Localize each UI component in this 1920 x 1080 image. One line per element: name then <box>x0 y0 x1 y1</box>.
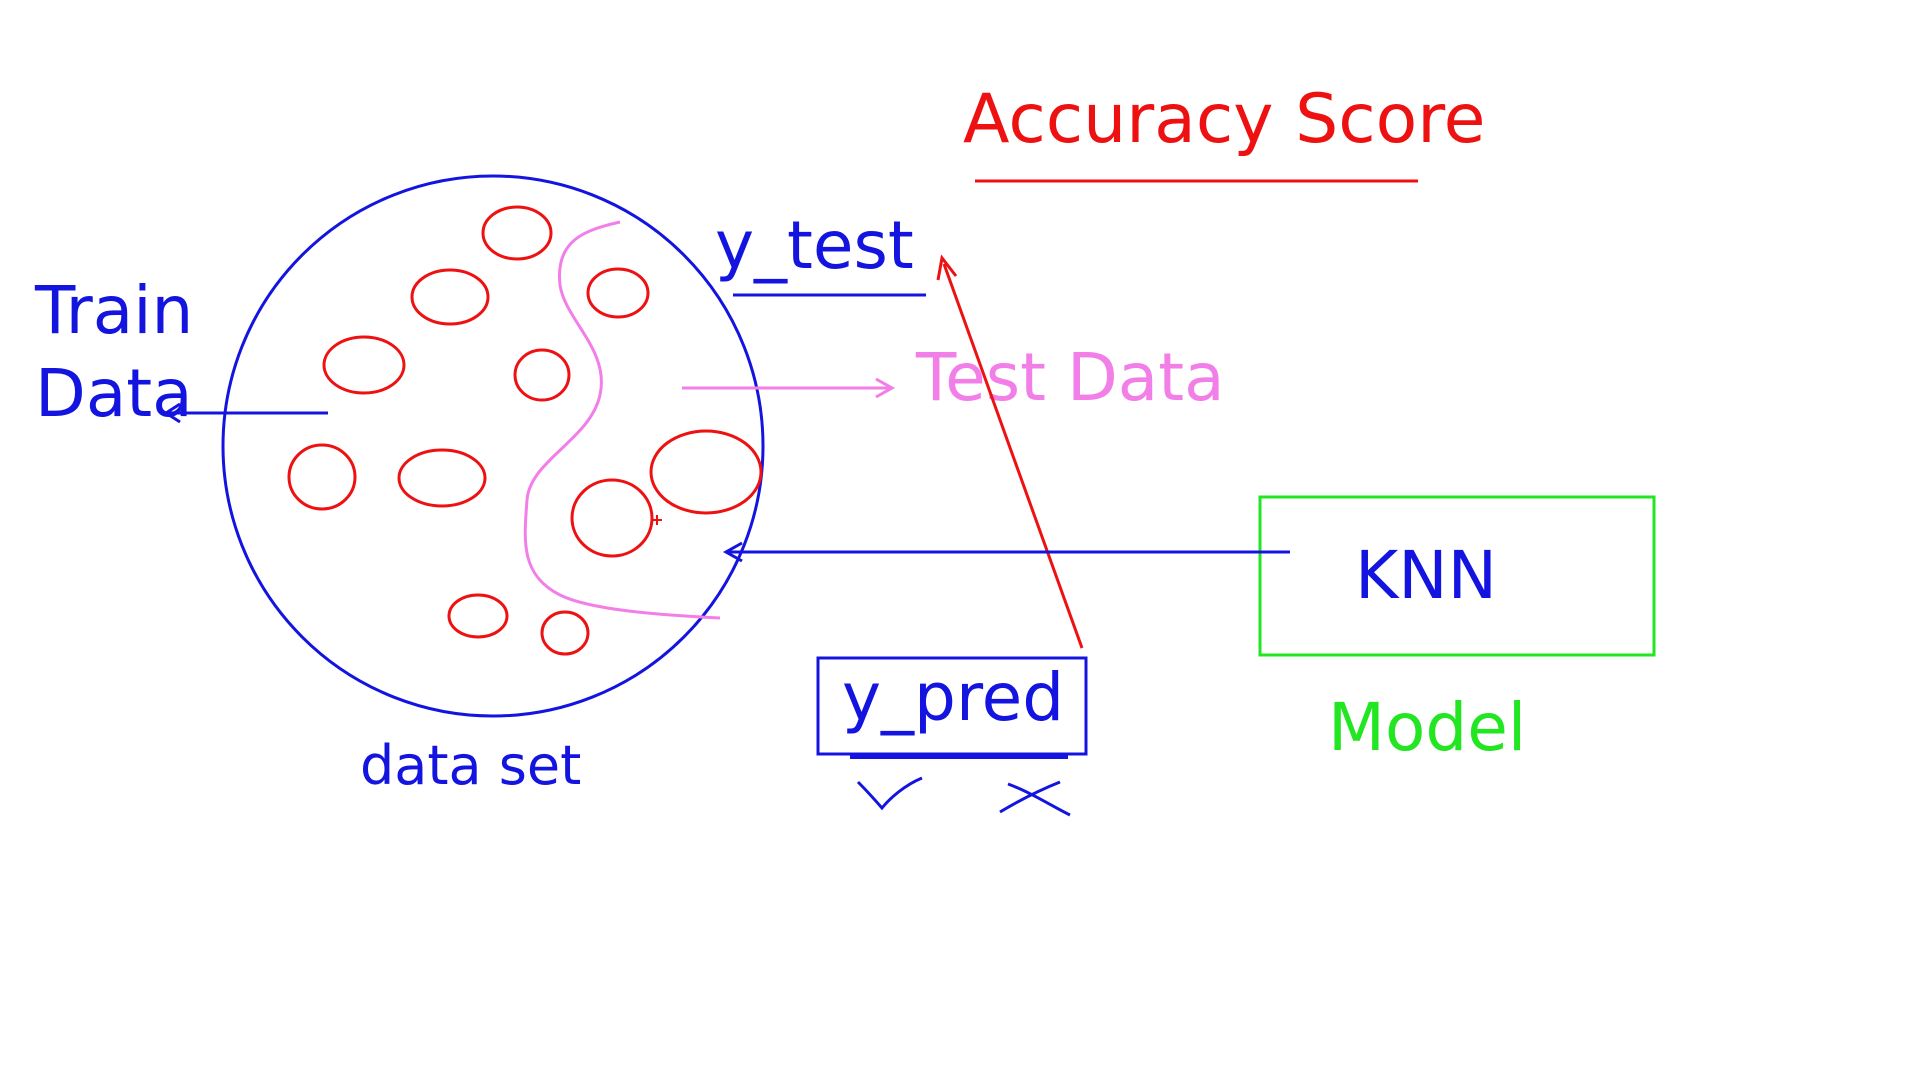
train-data-label-line2: Data <box>35 355 193 432</box>
data-point <box>570 478 654 558</box>
y-pred-box <box>816 656 1088 756</box>
data-point <box>513 348 571 402</box>
train-data-label-line1: Train <box>34 272 193 349</box>
accuracy-score-label: Accuracy Score <box>963 80 1486 159</box>
train-arrow-head <box>163 402 181 424</box>
data-point <box>586 267 650 319</box>
data-set-label: data set <box>360 734 581 797</box>
data-point <box>322 335 406 395</box>
data-point <box>540 610 590 656</box>
knn-label: KNN <box>1355 537 1497 614</box>
data-point <box>287 443 357 511</box>
knn-model-box <box>1258 495 1656 657</box>
compare-arrow-head <box>936 254 958 281</box>
cross-icon <box>999 780 1071 817</box>
check-icon <box>856 776 923 811</box>
data-point <box>649 429 763 515</box>
train-test-split-curve <box>523 220 721 620</box>
data-point <box>410 268 490 326</box>
compare-arrow-line <box>942 263 1084 649</box>
test-data-label: Test Data <box>915 339 1225 416</box>
knn-arrow-head <box>722 541 743 563</box>
cursor-mark <box>652 515 662 525</box>
dataset-circle <box>221 174 765 718</box>
data-points <box>287 205 763 656</box>
data-point <box>447 593 509 639</box>
data-point <box>397 448 487 508</box>
data-point <box>481 205 553 261</box>
y-pred-label: y_pred <box>842 659 1064 736</box>
y-test-label: y_test <box>715 207 914 284</box>
model-label: Model <box>1328 689 1526 766</box>
test-arrow-head <box>875 377 896 399</box>
